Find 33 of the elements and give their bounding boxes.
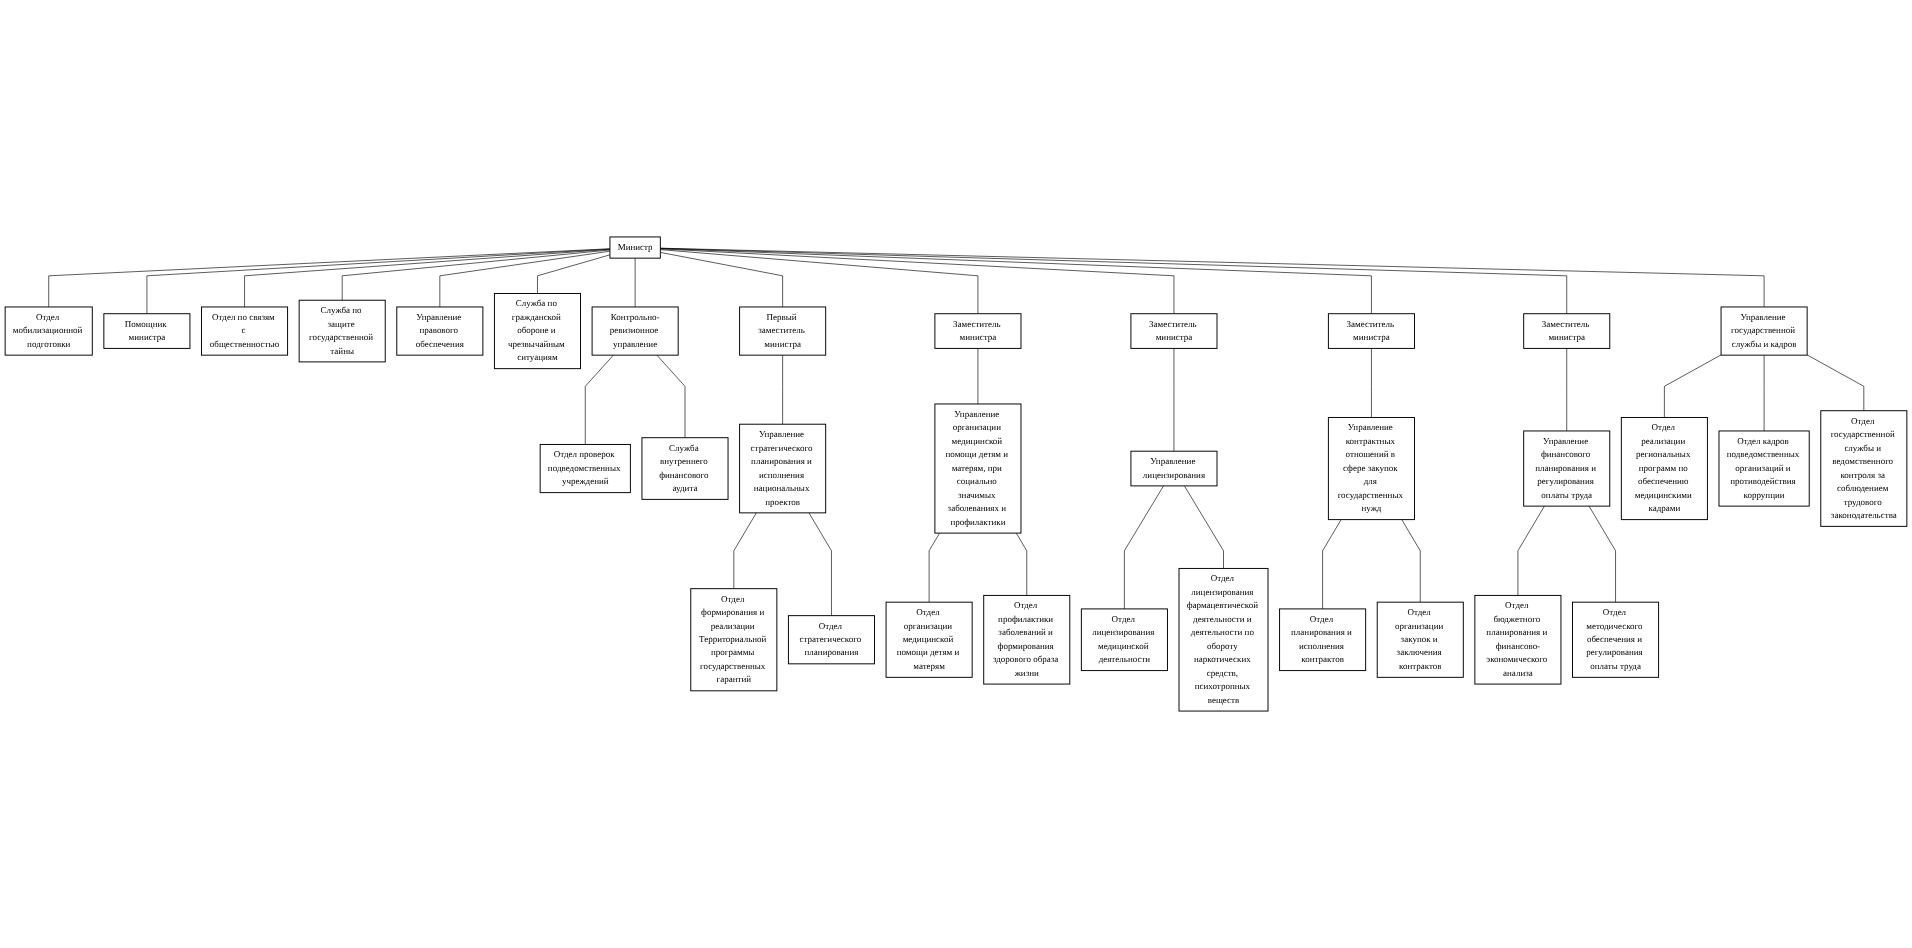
connector — [660, 248, 1568, 315]
connector — [146, 248, 611, 315]
connector — [584, 354, 614, 445]
connector — [1015, 532, 1028, 596]
connector — [1401, 519, 1421, 603]
connector — [808, 512, 832, 616]
connector — [1124, 485, 1164, 610]
connector — [1664, 354, 1722, 418]
connector — [48, 248, 611, 308]
connector — [244, 249, 611, 308]
connector — [1763, 354, 1765, 432]
connector — [537, 254, 611, 294]
connector — [733, 512, 757, 589]
connector — [1184, 485, 1224, 569]
connector — [1173, 348, 1175, 452]
connector — [660, 249, 979, 315]
connector — [341, 249, 611, 301]
connector — [660, 248, 1175, 315]
connector — [660, 252, 783, 308]
connector — [1588, 505, 1616, 603]
connector — [928, 532, 940, 603]
connector — [977, 348, 979, 405]
connector — [1517, 505, 1545, 596]
connector — [660, 247, 1765, 308]
connector — [634, 257, 636, 308]
connector — [782, 354, 783, 425]
connector — [1566, 348, 1568, 432]
connector — [1371, 348, 1372, 418]
connector — [656, 354, 686, 438]
connector — [1322, 519, 1342, 610]
connector — [660, 248, 1372, 315]
connector — [439, 250, 611, 308]
connector — [1806, 354, 1865, 412]
